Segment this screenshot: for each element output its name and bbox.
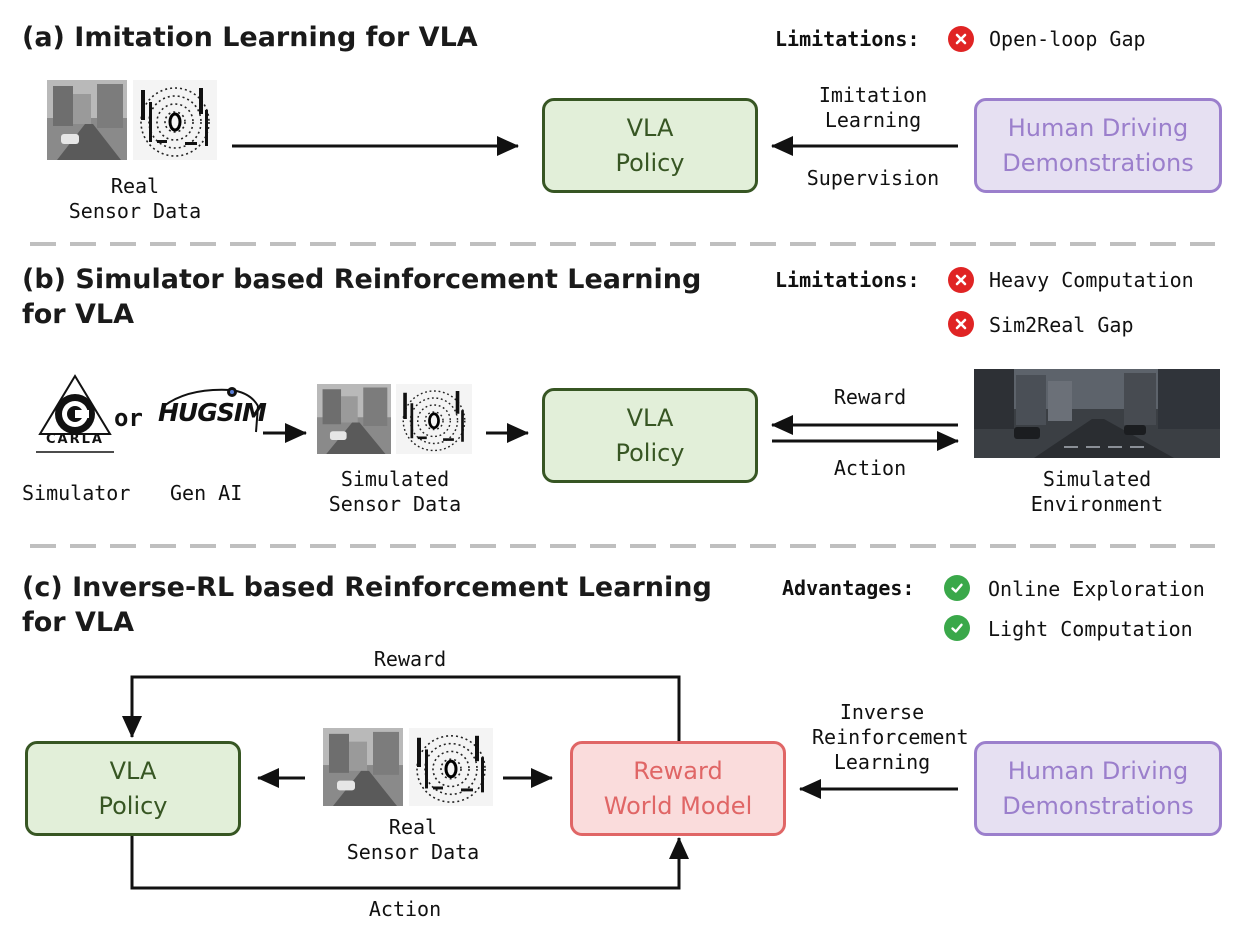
irl-label-line1: Inverse	[839, 700, 925, 724]
human-box-line1: Human Driving	[1007, 756, 1189, 785]
check-circle-icon	[944, 575, 970, 601]
camera-image-thumbnail	[47, 80, 127, 160]
reward-label: Reward	[833, 385, 907, 409]
irl-label-line2: Reinforcement	[812, 725, 969, 749]
vla-policy-box: VLA Policy	[25, 741, 241, 836]
lidar-image-thumbnail	[396, 384, 472, 454]
supervision-label: Supervision	[806, 166, 940, 190]
sensor-label-line1: Real	[388, 815, 438, 839]
camera-image-thumbnail	[317, 384, 391, 454]
section-c-advantage-item: Light Computation	[988, 617, 1193, 641]
section-b-limitations-label: Limitations:	[775, 268, 920, 292]
imitation-label-line1: Imitation	[818, 83, 928, 107]
c-action-loop-arrow	[130, 836, 689, 890]
camera-image-thumbnail	[323, 728, 403, 806]
section-c-sensor-label: Real Sensor Data	[316, 815, 510, 865]
vla-policy-box: VLA Policy	[542, 98, 758, 193]
sensor-label-line1: Real	[110, 174, 160, 198]
lidar-image-thumbnail	[133, 80, 217, 160]
vla-policy-line1: VLA	[109, 756, 157, 785]
rwm-line1: Reward	[633, 756, 723, 785]
env-label-line1: Simulated	[1042, 467, 1152, 491]
section-b-limitation-item: Heavy Computation	[989, 268, 1194, 292]
hugsim-logo-text: HUGSIM	[158, 398, 267, 427]
x-circle-icon	[948, 311, 974, 337]
imitation-label-line2: Learning	[824, 108, 922, 132]
sensor-label-line1: Simulated	[340, 467, 450, 491]
section-c-title-line1: (c) Inverse-RL based Reinforcement Learn…	[22, 572, 712, 603]
loop-action-label: Action	[368, 897, 442, 921]
human-box-line2: Demonstrations	[1002, 148, 1194, 177]
imitation-learning-label: Imitation Learning	[790, 83, 956, 133]
irl-label-line3: Learning	[833, 750, 931, 774]
vla-policy-line2: Policy	[615, 438, 685, 467]
section-b-title: (b) Simulator based Reinforcement Learni…	[22, 262, 701, 332]
carla-logo: CARLA	[34, 372, 116, 456]
section-a-title: (a) Imitation Learning for VLA	[22, 22, 478, 53]
vla-policy-line1: VLA	[626, 403, 674, 432]
genai-label: Gen AI	[170, 481, 243, 505]
env-label-line2: Environment	[1030, 492, 1164, 516]
inverse-rl-label: Inverse Reinforcement Learning	[812, 700, 969, 775]
simulated-environment-image	[974, 369, 1220, 458]
carla-logo-text: CARLA	[46, 432, 104, 447]
section-b-title-line1: (b) Simulator based Reinforcement Learni…	[22, 264, 702, 295]
loop-reward-label: Reward	[373, 647, 447, 671]
section-a-limitations-label: Limitations:	[775, 27, 920, 51]
rwm-line2: World Model	[603, 791, 753, 820]
section-a-limitation-item: Open-loop Gap	[989, 27, 1146, 51]
simulator-label: Simulator	[22, 481, 131, 505]
action-label: Action	[833, 456, 907, 480]
reward-world-model-box: Reward World Model	[570, 741, 786, 836]
hugsim-logo: HUGSIM	[158, 384, 267, 444]
human-box-line2: Demonstrations	[1002, 791, 1194, 820]
section-c-advantage-item: Online Exploration	[988, 577, 1205, 601]
check-circle-icon	[944, 615, 970, 641]
sensor-label-line2: Sensor Data	[68, 199, 202, 223]
c-reward-loop-arrow	[122, 675, 681, 741]
x-circle-icon	[948, 267, 974, 293]
section-c-title: (c) Inverse-RL based Reinforcement Learn…	[22, 570, 712, 640]
sensor-label-line2: Sensor Data	[328, 492, 462, 516]
section-c-title-line2: for VLA	[22, 607, 135, 638]
vla-policy-line1: VLA	[626, 113, 674, 142]
section-b-limitation-item: Sim2Real Gap	[989, 313, 1134, 337]
x-circle-icon	[948, 26, 974, 52]
human-driving-demonstrations-box: Human Driving Demonstrations	[974, 741, 1222, 836]
section-c-advantages-label: Advantages:	[782, 576, 915, 600]
lidar-image-thumbnail	[409, 728, 493, 806]
vla-policy-box: VLA Policy	[542, 388, 758, 483]
section-a-sensor-label: Real Sensor Data	[40, 174, 230, 224]
section-b-sensor-label: Simulated Sensor Data	[300, 467, 490, 517]
section-b-title-line2: for VLA	[22, 299, 135, 330]
vla-policy-line2: Policy	[98, 791, 168, 820]
sensor-label-line2: Sensor Data	[346, 840, 480, 864]
human-driving-demonstrations-box: Human Driving Demonstrations	[974, 98, 1222, 193]
simulated-environment-label: Simulated Environment	[990, 467, 1204, 517]
or-text: or	[114, 404, 143, 432]
human-box-line1: Human Driving	[1007, 113, 1189, 142]
vla-policy-line2: Policy	[615, 148, 685, 177]
